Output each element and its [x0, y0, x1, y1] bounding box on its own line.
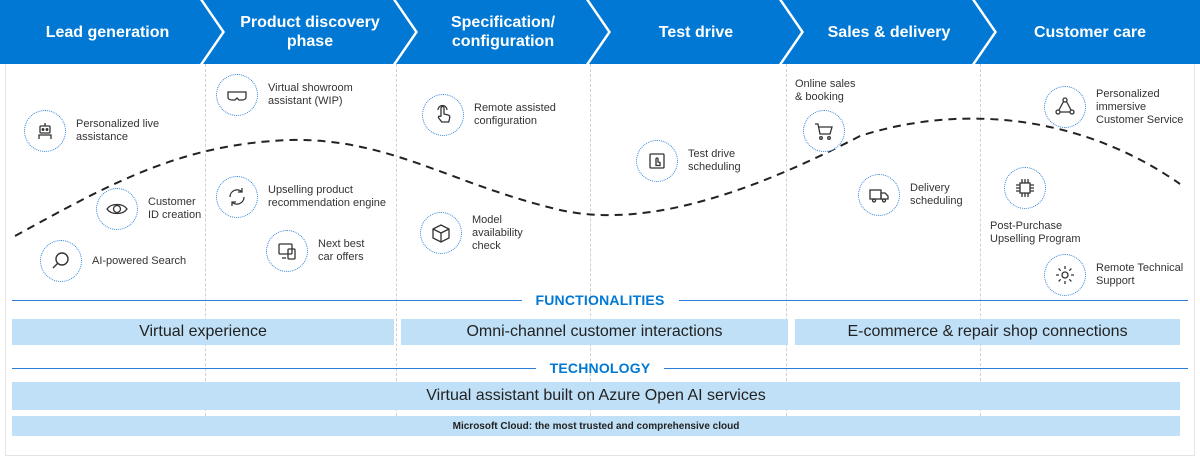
- content-panel: [5, 64, 1195, 456]
- column-divider: [786, 64, 787, 416]
- bar-virtual-assistant: Virtual assistant built on Azure Open AI…: [12, 382, 1180, 410]
- search-icon: [40, 240, 82, 282]
- people-network-icon: [1044, 86, 1086, 128]
- bar-omni-channel: Omni-channel customer interactions: [401, 319, 788, 345]
- bar-virtual-experience: Virtual experience: [12, 319, 394, 345]
- cart-icon[interactable]: [803, 110, 845, 152]
- stage-test-drive: Test drive: [658, 23, 734, 41]
- stage-sales-delivery: Sales & delivery: [827, 23, 951, 41]
- box-icon: [420, 212, 462, 254]
- stage-chevron-specification: [396, 0, 608, 64]
- gear-wrench-icon: [1044, 254, 1086, 296]
- stage-specification: Specification/configuration: [450, 14, 556, 50]
- column-divider: [590, 64, 591, 416]
- calendar-touch-icon: [636, 140, 678, 182]
- devices-icon: [266, 230, 308, 272]
- online-sales-label: Online sales& booking: [795, 78, 856, 103]
- eye-icon: [96, 188, 138, 230]
- touch-icon: [422, 94, 464, 136]
- stage-chevron-product-discovery: [203, 0, 415, 64]
- column-divider: [980, 64, 981, 416]
- stage-customer-care: Customer care: [1033, 23, 1147, 41]
- stage-chevrons: [0, 0, 1200, 64]
- journey-wave: [14, 117, 1181, 237]
- stage-chevron-test-drive: [589, 0, 801, 64]
- functionalities-heading: FUNCTIONALITIES: [12, 290, 1188, 310]
- functionalities-title: FUNCTIONALITIES: [535, 292, 665, 308]
- bar-microsoft-cloud: Microsoft Cloud: the most trusted and co…: [12, 416, 1180, 436]
- column-divider: [205, 64, 206, 416]
- stage-chevron-sales-delivery: [782, 0, 994, 64]
- robot-icon: [24, 110, 66, 152]
- stage-chevron-customer-care: [975, 0, 1200, 64]
- stage-lead-generation: Lead generation: [45, 23, 170, 41]
- bar-ecommerce: E-commerce & repair shop connections: [795, 319, 1180, 345]
- technology-title: TECHNOLOGY: [549, 360, 651, 376]
- refresh-icon: [216, 176, 258, 218]
- truck-icon: [858, 174, 900, 216]
- chip-icon[interactable]: [1004, 167, 1046, 209]
- vr-headset-icon: [216, 74, 258, 116]
- stage-chevron-lead-generation: [0, 0, 222, 64]
- column-divider: [396, 64, 397, 416]
- technology-heading: TECHNOLOGY: [12, 358, 1188, 378]
- item-ai-search[interactable]: AI-powered Search: [40, 240, 186, 282]
